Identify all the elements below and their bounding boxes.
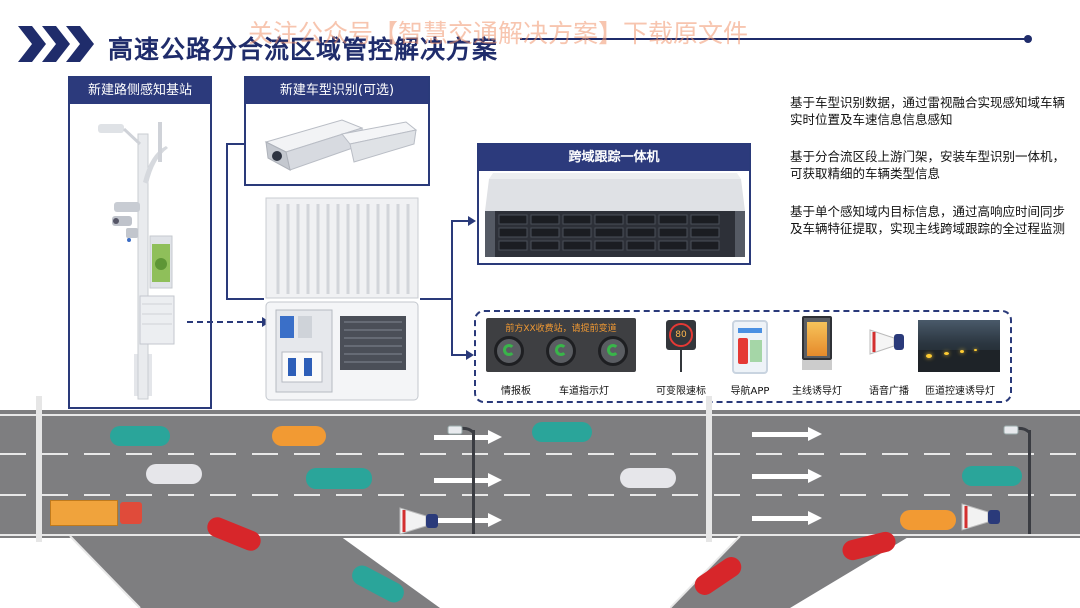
roadside-station-panel: 新建路侧感知基站 (68, 76, 212, 409)
vehicle-car-teal (306, 468, 372, 489)
server-connector-h (420, 298, 452, 300)
devices-arrow (466, 350, 474, 360)
lane-light-icon (494, 336, 524, 366)
camera-connector-h2 (226, 298, 264, 300)
device-label-ramp-light: 匝道控速诱导灯 (925, 386, 995, 397)
gantry-post-left (36, 396, 42, 542)
road-edge-top (0, 414, 1080, 416)
gantry-post-right (706, 396, 712, 542)
tracking-server-title: 跨域跟踪一体机 (479, 145, 749, 171)
vehicle-recognition-panel: 新建车型识别(可选) (244, 76, 430, 186)
guidance-light-base (802, 360, 832, 370)
speed-limit-value: 80 (669, 323, 693, 347)
on-ramp-left (69, 536, 440, 608)
vehicle-car-teal (532, 422, 592, 442)
info-board-message: 前方XX收费站，请提前变道 (505, 324, 617, 334)
street-lamp-icon (447, 425, 475, 534)
lane-arrows (434, 427, 822, 527)
control-devices-panel: 前方XX收费站，请提前变道 情报板 车道指示灯 80 可变限速标 导航APP 主… (474, 310, 1012, 403)
device-label-navigation-app: 导航APP (730, 386, 770, 397)
header-divider-dot (1024, 35, 1032, 43)
navigation-app-icon (732, 320, 768, 374)
road-edge-bottom (0, 534, 1080, 536)
description-vehicle-type: 基于分合流区段上游门架，安装车型识别一体机，可获取精细的车辆类型信息 (790, 149, 1066, 181)
camera-connector-h (226, 143, 244, 145)
vehicle-car-white (146, 464, 202, 484)
roadside-speaker-icon (399, 507, 438, 535)
roadside-station-title: 新建路侧感知基站 (70, 78, 210, 104)
devices-connector (451, 354, 467, 356)
server-connector-v (451, 220, 453, 356)
vehicle-car-teal (110, 426, 170, 446)
sign-pole (680, 350, 682, 372)
device-label-info-board: 情报板 (501, 386, 531, 397)
page-title: 高速公路分合流区域管控解决方案 (108, 35, 499, 64)
vehicle-car-orange (900, 510, 956, 530)
vehicle-car-orange (272, 426, 326, 446)
roadside-link-dashed (187, 321, 263, 323)
device-label-speaker: 语音广播 (869, 386, 909, 397)
speed-limit-sign-icon: 80 (666, 320, 696, 350)
surveillance-camera-icon (264, 119, 418, 171)
vehicle-car-teal (962, 466, 1022, 486)
lane-divider (0, 494, 1080, 496)
lane-light-icon (598, 336, 628, 366)
description-cross-domain-tracking: 基于单个感知域内目标信息，通过高响应时间同步及车辆特征提取，实现主线跨域跟踪的全… (790, 204, 1066, 236)
server-arrow (468, 216, 476, 226)
watermark-text: 关注公众号【智慧交通解决方案】下载原文件 (248, 19, 749, 48)
ramp-speed-light-icon (918, 320, 1000, 372)
speaker-icon (869, 329, 904, 355)
camera-connector-v (226, 143, 228, 300)
tracking-server-panel: 跨域跟踪一体机 (477, 143, 751, 265)
edge-controller-icon (265, 197, 419, 401)
header-divider (520, 38, 1030, 40)
rack-server-icon (485, 173, 745, 257)
lane-divider (0, 453, 1080, 455)
guidance-light-icon (802, 316, 832, 360)
vehicle-car-white (620, 468, 676, 488)
server-connector-top (451, 220, 469, 222)
lane-light-icon (546, 336, 576, 366)
device-label-lane-light: 车道指示灯 (559, 386, 609, 397)
description-vehicle-perception: 基于车型识别数据，通过雷视融合实现感知域车辆实时位置及车速信息信息感知 (790, 95, 1066, 127)
vehicle-truck (50, 500, 142, 526)
roadside-speaker-icon (961, 503, 1000, 531)
info-board-icon: 前方XX收费站，请提前变道 (486, 318, 636, 372)
device-label-speed-sign: 可变限速标 (656, 386, 706, 397)
roadside-pole-icon (98, 122, 175, 400)
device-label-guidance-light: 主线诱导灯 (792, 386, 842, 397)
street-lamp-icon (1003, 425, 1031, 534)
vehicle-recognition-title: 新建车型识别(可选) (246, 78, 428, 104)
chevron-arrows-icon (18, 26, 94, 62)
